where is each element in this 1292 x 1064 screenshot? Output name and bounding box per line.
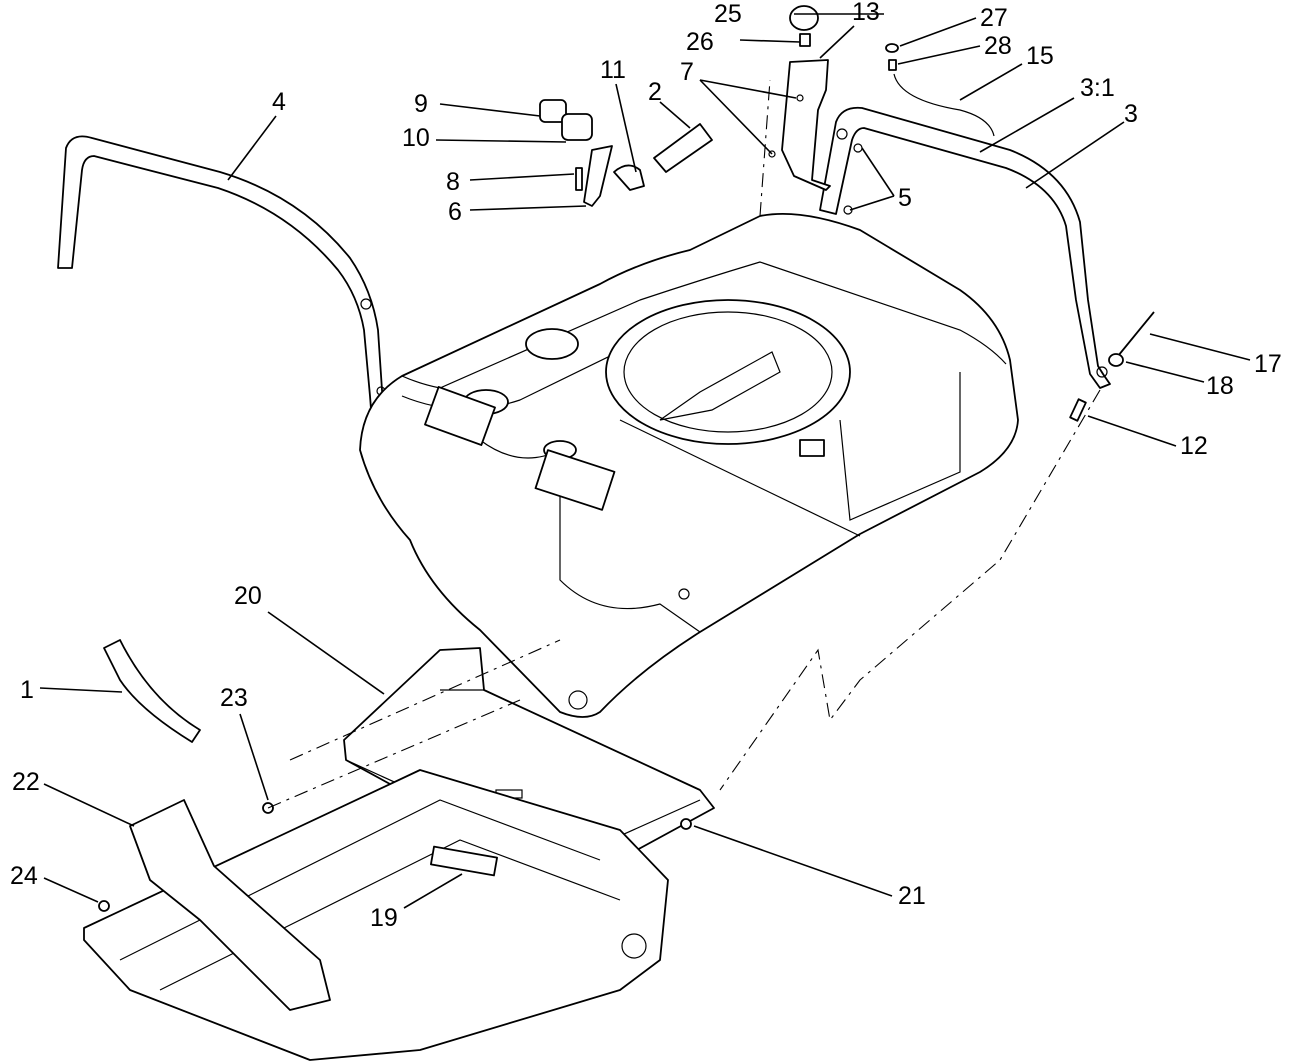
- part-26-adapter: [799, 33, 811, 47]
- callout-label: 1: [20, 676, 34, 704]
- callout-label: 25: [714, 0, 742, 28]
- callout-21: 21: [693, 825, 926, 910]
- part-21-nut: [680, 818, 692, 830]
- frame-assembly: [83, 769, 692, 1061]
- callout-24: 24: [10, 862, 99, 903]
- callout-2: 2: [648, 78, 691, 129]
- callout-3-1: 3:1: [979, 74, 1115, 153]
- callout-label: 10: [402, 124, 430, 152]
- callout-label: 11: [600, 56, 626, 84]
- callout-13: 13: [819, 0, 880, 59]
- part-6-bracket: [583, 145, 613, 207]
- part-10-fitting: [561, 113, 593, 141]
- callout-label: 28: [984, 32, 1012, 60]
- callout-12: 12: [1087, 415, 1208, 460]
- callout-23: 23: [220, 684, 269, 801]
- callout-label: 8: [446, 168, 460, 196]
- spray-tank: [359, 212, 1019, 718]
- callout-27: 27: [899, 4, 1008, 47]
- strap-bolt-hardware: [1069, 311, 1155, 422]
- callout-label: 21: [898, 882, 926, 910]
- callout-8: 8: [446, 168, 575, 196]
- callout-label: 22: [12, 768, 40, 796]
- part-12-spacer: [1069, 398, 1087, 422]
- part-25-gauge: [789, 5, 819, 31]
- callout-10: 10: [402, 124, 567, 152]
- callout-4: 4: [227, 88, 286, 181]
- part-8-screw: [575, 167, 583, 191]
- callout-label: 20: [234, 582, 262, 610]
- callout-9: 9: [414, 90, 541, 118]
- gauge-assembly: [768, 5, 995, 215]
- callout-label: 18: [1206, 372, 1234, 400]
- part-17-bolt: [1117, 311, 1155, 357]
- part-28-fitting: [888, 59, 897, 71]
- callout-label: 7: [680, 58, 694, 86]
- callout-label: 27: [980, 4, 1008, 32]
- callout-label: 24: [10, 862, 38, 890]
- callout-7: 7: [680, 58, 797, 155]
- callout-label: 23: [220, 684, 248, 712]
- part-3-tank-strap-right: [819, 106, 1111, 389]
- part-27-washer: [885, 43, 899, 53]
- callout-label: 3:1: [1080, 74, 1115, 102]
- part-22-cover: [129, 799, 331, 1011]
- callout-label: 13: [852, 0, 880, 26]
- callout-15: 15: [959, 42, 1054, 101]
- callout-25: 25: [714, 0, 884, 28]
- part-15-tube: [893, 73, 995, 137]
- callout-22: 22: [12, 768, 135, 827]
- callout-label: 3: [1124, 100, 1138, 128]
- callout-17: 17: [1149, 333, 1282, 378]
- callout-3: 3: [1025, 100, 1138, 189]
- callout-5: 5: [849, 147, 912, 212]
- callout-6: 6: [448, 198, 587, 226]
- callout-label: 5: [898, 184, 912, 212]
- callout-label: 17: [1254, 350, 1282, 378]
- callout-1: 1: [20, 676, 123, 704]
- callout-label: 26: [686, 28, 714, 56]
- fittings-group: [539, 99, 713, 207]
- part-11-elbow: [613, 164, 645, 191]
- part-18-washer: [1108, 353, 1124, 367]
- part-24-bolt: [98, 900, 110, 912]
- callout-label: 9: [414, 90, 428, 118]
- callout-28: 28: [897, 32, 1012, 65]
- callout-label: 2: [648, 78, 662, 106]
- callout-20: 20: [234, 582, 385, 695]
- part-19-plate: [430, 845, 498, 877]
- callout-label: 15: [1026, 42, 1054, 70]
- callout-label: 6: [448, 198, 462, 226]
- callout-label: 12: [1180, 432, 1208, 460]
- callout-19: 19: [370, 873, 463, 932]
- part-1-bracket: [103, 639, 201, 743]
- part-4-tank-strap-left: [57, 135, 387, 449]
- callout-label: 19: [370, 904, 398, 932]
- callout-label: 4: [272, 88, 286, 116]
- part-13-bracket: [781, 59, 831, 191]
- callout-11: 11: [600, 56, 637, 173]
- assembly-guide-lines: [267, 79, 1101, 809]
- callout-18: 18: [1125, 361, 1234, 400]
- part-9-fitting: [539, 99, 567, 123]
- part-2-hose: [653, 123, 713, 173]
- callout-26: 26: [686, 28, 801, 56]
